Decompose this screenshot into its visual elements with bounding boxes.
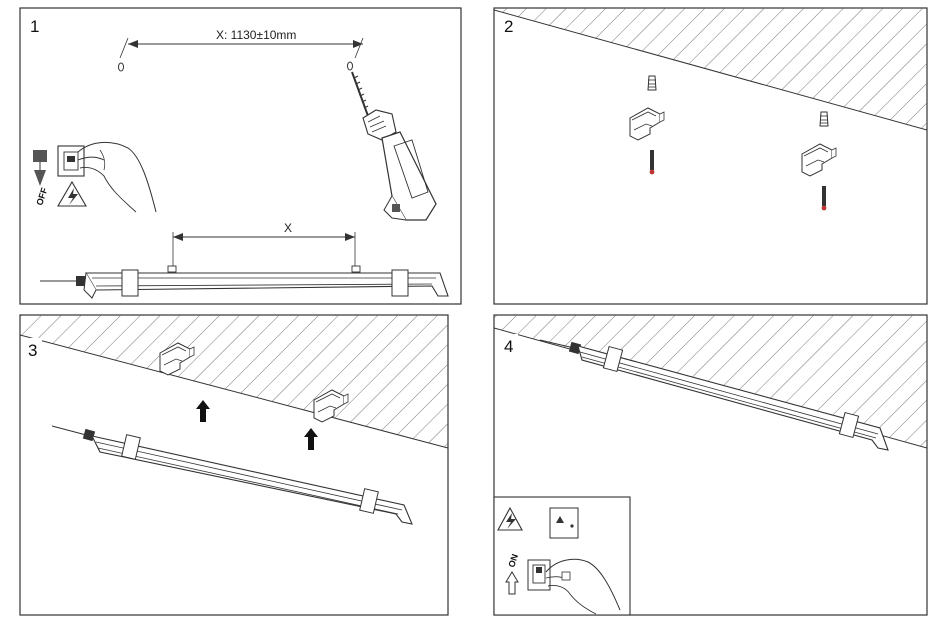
- ceiling-hatch: [20, 315, 448, 448]
- panel-3-number: 3: [28, 341, 37, 360]
- distribution-box-icon: [549, 507, 579, 539]
- drill-hole-right: [347, 61, 353, 71]
- panel-2-number: 2: [504, 17, 513, 36]
- hole-spacing-label: X: 1130±10mm: [216, 28, 296, 42]
- panel-3: 3: [19, 314, 449, 616]
- led-batten-icon: [40, 265, 449, 299]
- hole-spacing-dimension: X: 1130±10mm: [118, 28, 364, 72]
- panel-1: 1 X: 1130±10mm OFF: [19, 7, 462, 305]
- high-voltage-warning-icon: [57, 180, 87, 207]
- led-batten-icon: [539, 339, 889, 451]
- drill-icon: [351, 71, 437, 221]
- drill-hole-left: [118, 62, 124, 72]
- hand-icon: [545, 558, 621, 615]
- arrow-up-icon: [505, 571, 519, 595]
- panel-4: 4 ON: [493, 314, 928, 616]
- clip-spacing-dimension: X: [172, 221, 356, 268]
- switch-on-label: ON: [506, 553, 520, 569]
- arrow-down-icon: [34, 170, 46, 186]
- panel-2: 2: [493, 7, 928, 305]
- panel-1-number: 1: [30, 17, 39, 36]
- high-voltage-warning-icon: [497, 506, 523, 531]
- clip-spacing-label: X: [284, 221, 292, 235]
- led-batten-icon: [51, 425, 413, 525]
- hand-icon: [77, 142, 157, 213]
- panel-4-number: 4: [504, 337, 513, 356]
- power-on-inset: ON: [493, 496, 631, 616]
